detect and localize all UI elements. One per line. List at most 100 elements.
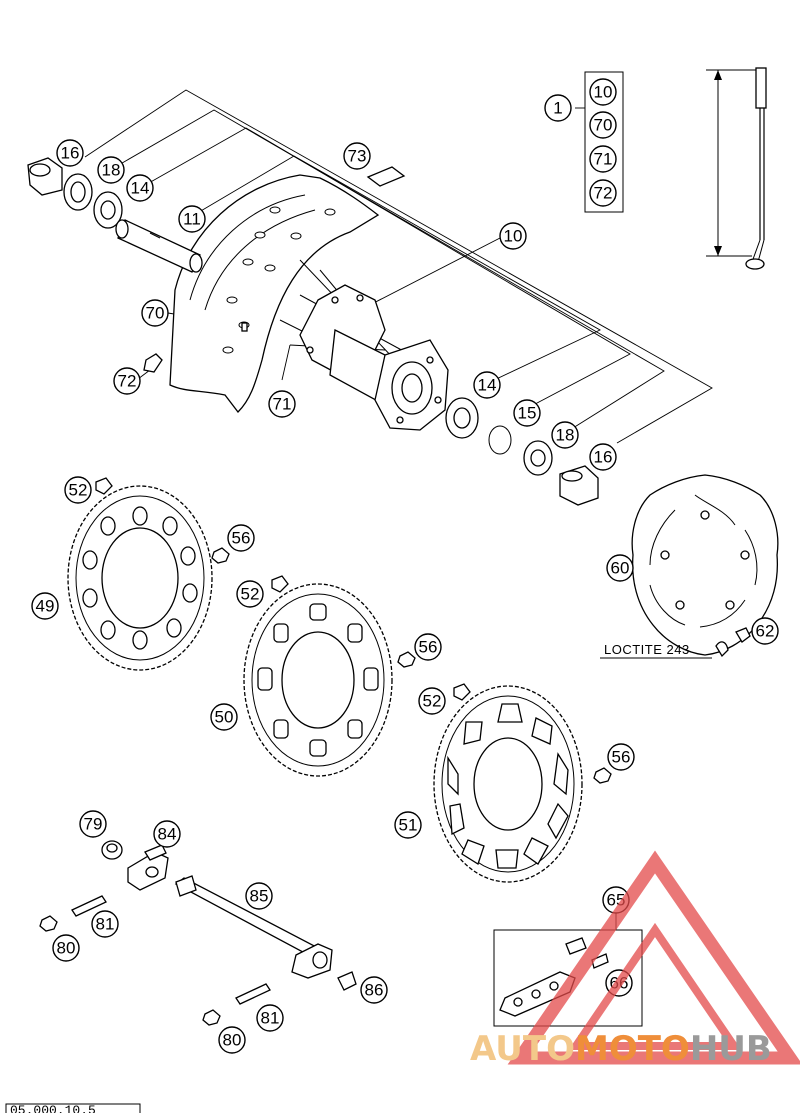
svg-text:86: 86 [365,981,384,1000]
callout-15: 15 [513,399,541,427]
callout-16-left: 16 [56,139,84,167]
document-number-text: 05.000.10.5 [10,1103,96,1113]
svg-text:18: 18 [102,161,121,180]
sprocket-51 [433,685,583,883]
leader-lines [84,89,713,444]
callout-71: 71 [268,390,296,418]
svg-text:50: 50 [215,708,234,727]
svg-text:72: 72 [118,372,137,391]
svg-text:60: 60 [611,559,630,578]
svg-text:14: 14 [131,179,150,198]
svg-text:18: 18 [556,426,575,445]
callout-84: 84 [153,820,181,848]
callout-52-a: 52 [64,476,92,504]
callout-70: 70 [141,299,169,327]
callout-80-b: 80 [218,1026,246,1054]
svg-text:71: 71 [594,150,613,169]
nut-56-c [593,767,612,784]
callout-14-right: 14 [473,371,501,399]
svg-text:56: 56 [232,529,251,548]
svg-text:71: 71 [273,395,292,414]
chain-link-box [493,908,643,1027]
chain-adjuster-parts [39,840,169,932]
svg-text:72: 72 [594,184,613,203]
callout-86: 86 [360,976,388,1004]
callout-11: 11 [178,205,206,233]
nut-56-b [397,651,416,668]
lower-adjuster-parts [202,983,271,1026]
svg-text:56: 56 [612,748,631,767]
callout-62: 62 [751,617,779,645]
svg-text:70: 70 [146,304,165,323]
watermark: AUTOMOTOHUB [470,850,800,1069]
callout-56-a: 56 [227,524,255,552]
document-number: 05.000.10.5 [5,1103,141,1113]
svg-text:84: 84 [158,825,177,844]
callout-16-right: 16 [589,443,617,471]
callout-72: 72 [113,367,141,395]
svg-text:52: 52 [423,692,442,711]
sprocket-50 [243,583,393,777]
svg-text:16: 16 [61,144,80,163]
callout-81-a: 81 [91,910,119,938]
callout-81-b: 81 [256,1004,284,1032]
svg-text:85: 85 [250,887,269,906]
right-bearing-stack [445,397,599,506]
callout-80-a: 80 [52,934,80,962]
callout-52-b: 52 [236,580,264,608]
svg-text:16: 16 [594,448,613,467]
callout-52-c: 52 [418,687,446,715]
hub [299,284,449,431]
callout-85: 85 [245,882,273,910]
callout-71-kit: 71 [589,145,617,173]
loctite-label: LOCTITE 243 [600,642,712,659]
bolt-52-b [271,575,289,593]
spoke-dimension [706,67,767,270]
svg-text:81: 81 [261,1009,280,1028]
svg-text:15: 15 [518,404,537,423]
svg-text:81: 81 [96,915,115,934]
watermark-logo-icon [507,850,800,1065]
svg-text:73: 73 [348,147,367,166]
svg-text:80: 80 [57,939,76,958]
callout-56-c: 56 [607,743,635,771]
bolt-52-a [95,477,113,495]
callout-18-right: 18 [551,421,579,449]
nut-56-a [211,547,230,564]
callout-73: 73 [343,142,371,170]
svg-text:62: 62 [756,622,775,641]
watermark-text: AUTOMOTOHUB [470,1029,772,1069]
callout-49: 49 [31,592,59,620]
left-bearing-stack [27,157,203,273]
callout-51: 51 [394,811,422,839]
callout-79: 79 [79,810,107,838]
callout-10-kit: 10 [589,78,617,106]
svg-text:14: 14 [478,376,497,395]
callout-10: 10 [499,222,527,250]
callouts: 1 10 70 71 72 16 18 14 11 73 10 70 72 71… [31,78,779,1054]
callout-14-left: 14 [126,174,154,202]
bolt-52-c [453,683,471,701]
brake-disc [631,474,779,656]
callout-60: 60 [606,554,634,582]
callout-56-b: 56 [414,633,442,661]
callout-1: 1 [544,94,572,122]
axle [174,875,357,991]
svg-text:79: 79 [84,815,103,834]
callout-50: 50 [210,703,238,731]
svg-text:52: 52 [241,585,260,604]
svg-text:11: 11 [183,210,201,229]
loctite-text: LOCTITE 243 [604,642,690,657]
rim-lock-parts [143,166,406,373]
svg-text:56: 56 [419,638,438,657]
svg-text:49: 49 [36,597,55,616]
svg-text:51: 51 [399,816,418,835]
callout-70-kit: 70 [589,111,617,139]
callout-18-left: 18 [97,156,125,184]
callout-72-kit: 72 [589,179,617,207]
kit-box [584,71,624,213]
svg-text:70: 70 [594,116,613,135]
svg-text:1: 1 [553,99,562,118]
disc-bolt-62 [715,627,751,658]
